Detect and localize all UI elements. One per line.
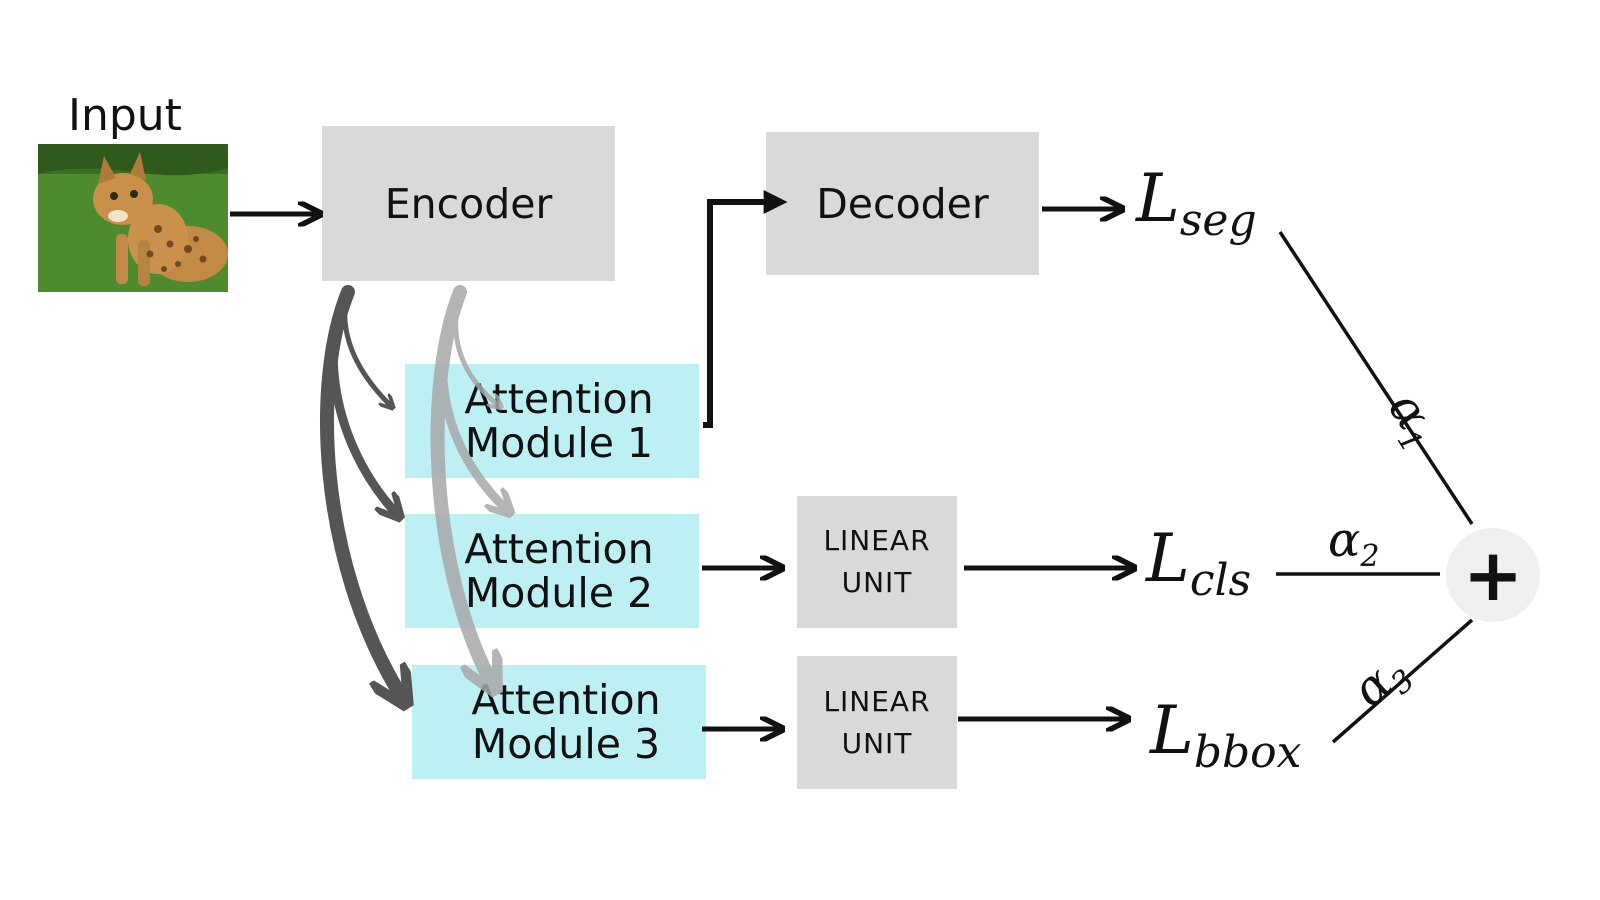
attention-module-2-line1: Attention [464,525,654,573]
arrow-attention1-decoder [703,190,788,428]
loss-bbox-subscript: bbox [1193,727,1302,778]
loss-seg-subscript: seg [1179,195,1257,246]
loss-cls: Lcls [1146,520,1251,606]
linear-unit-2: LINEAR UNIT [797,656,957,789]
attention-module-3-line2: Module 3 [471,720,661,768]
decoder-label: Decoder [816,179,989,228]
weight-alpha-2-symbol: α [1328,512,1361,568]
plus-icon: + [1462,533,1524,617]
linear-unit-1-line1: LINEAR [823,524,931,557]
line-lseg-sum [1278,231,1474,525]
loss-seg: Lseg [1136,160,1257,246]
light-skip-arrows [430,285,505,680]
loss-cls-symbol: L [1146,520,1190,597]
attention-module-2-line2: Module 2 [464,569,654,617]
loss-bbox: Lbbox [1150,692,1301,778]
line-lbbox-sum [1331,618,1474,744]
dark-skip-arrows [320,285,400,694]
linear-unit-1-line2: UNIT [841,566,913,599]
loss-seg-symbol: L [1136,160,1180,237]
input-label: Input [68,90,182,141]
weight-alpha-2: α2 [1328,512,1380,574]
linear-unit-2-line1: LINEAR [823,684,931,718]
decoder-block: Decoder [766,132,1039,275]
encoder-block: Encoder [322,126,615,281]
sum-node: + [1446,528,1540,622]
linear-unit-2-line2: UNIT [841,726,913,760]
loss-bbox-symbol: L [1150,692,1194,769]
attention-module-1-line2: Module 1 [464,419,654,467]
weight-alpha-2-subscript: 2 [1360,539,1380,574]
cat-photo-icon [38,144,228,292]
linear-unit-1: LINEAR UNIT [797,496,957,628]
encoder-label: Encoder [384,179,553,228]
loss-cls-subscript: cls [1189,555,1252,606]
